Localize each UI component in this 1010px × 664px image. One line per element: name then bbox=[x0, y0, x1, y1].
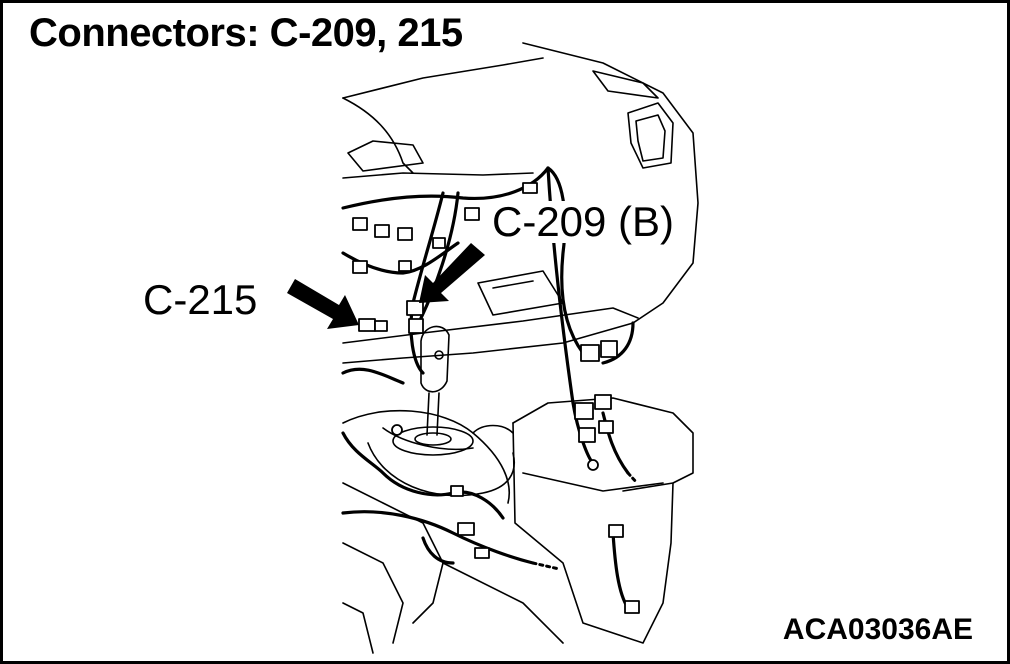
c-215-label: C-215 bbox=[143, 276, 258, 323]
c-209-arrow bbox=[419, 243, 485, 303]
vehicle-interior-illustration bbox=[287, 42, 699, 654]
c-209-label: C-209 (B) bbox=[490, 198, 677, 245]
callout-arrows bbox=[287, 243, 485, 329]
c-215-connector bbox=[358, 318, 376, 332]
c-215-arrow bbox=[287, 279, 359, 329]
shift-lever bbox=[392, 325, 474, 456]
diagram-title: Connectors: C-209, 215 bbox=[29, 11, 463, 55]
c-209-connector bbox=[406, 300, 424, 316]
dashboard-outline bbox=[342, 42, 699, 364]
wire-dashed-ends bbox=[531, 471, 639, 571]
figure-code: ACA03036AE bbox=[782, 613, 973, 646]
connectors bbox=[352, 182, 640, 614]
